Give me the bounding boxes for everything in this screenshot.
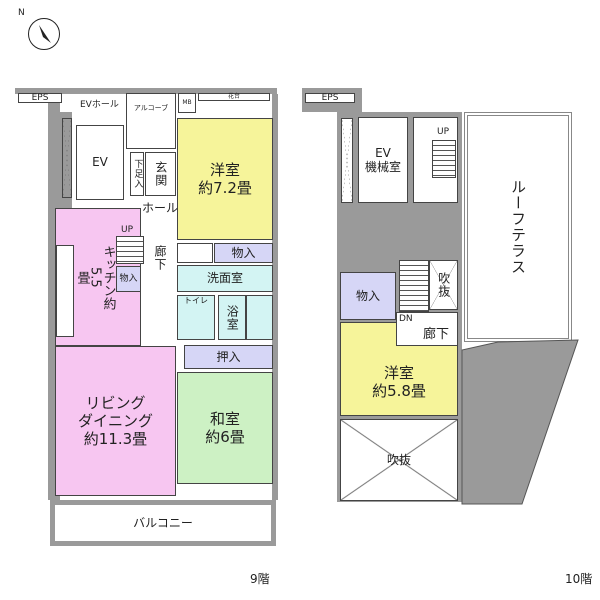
toilet: トイレ xyxy=(177,295,215,340)
corridor: 廊下 xyxy=(396,312,458,346)
balcony: バルコニー xyxy=(50,500,276,546)
void: 吹抜 xyxy=(340,419,458,501)
ev-hall-label: EVホール xyxy=(80,100,119,110)
dn-label: DN xyxy=(399,314,413,324)
up-label: UP xyxy=(121,225,134,235)
floor-9-label: 9階 xyxy=(250,572,270,586)
stairs[interactable] xyxy=(432,140,456,178)
closet: 押入 xyxy=(184,345,273,369)
bathtub xyxy=(246,295,273,340)
floor-10-label: 10階 xyxy=(565,572,593,586)
roof-slope xyxy=(461,339,579,505)
shoe-storage: 下足入 xyxy=(130,152,144,196)
alcove: アルコーブ xyxy=(126,93,176,149)
meter-box: MB xyxy=(178,93,196,113)
elevator: EV xyxy=(76,125,124,200)
stairs[interactable] xyxy=(116,236,144,264)
bathroom: 浴室 xyxy=(218,295,246,340)
shaft xyxy=(62,118,72,198)
storage: 物入 xyxy=(340,272,396,320)
wall xyxy=(15,88,277,94)
north-label: N xyxy=(18,8,25,18)
sink xyxy=(177,243,213,263)
eps: EPS xyxy=(18,93,62,103)
storage-small: 物入 xyxy=(116,266,141,292)
genkan: 玄関 xyxy=(145,152,176,196)
storage: 物入 xyxy=(214,243,273,263)
stairs-down[interactable] xyxy=(399,260,429,312)
ev-machine-room: EV 機械室 xyxy=(358,117,408,203)
western-room-7-2: 洋室 約7.2畳 xyxy=(177,118,273,240)
wall xyxy=(272,94,278,500)
corridor-label: 廊下 xyxy=(153,245,167,271)
kitchen-counter xyxy=(56,245,74,337)
flower-stand: 花台 xyxy=(198,93,270,101)
north-arrow-icon xyxy=(28,18,60,50)
void-small: 吹抜 xyxy=(429,260,458,310)
eps: EPS xyxy=(305,93,355,103)
up-label: UP xyxy=(437,127,450,137)
shaft xyxy=(341,118,353,203)
japanese-room: 和室 約6畳 xyxy=(177,372,273,484)
washroom: 洗面室 xyxy=(177,265,273,292)
roof-terrace: ルーフテラス xyxy=(464,112,572,342)
hall-label: ホール xyxy=(142,201,179,215)
living-dining: リビング ダイニング 約11.3畳 xyxy=(55,346,176,496)
